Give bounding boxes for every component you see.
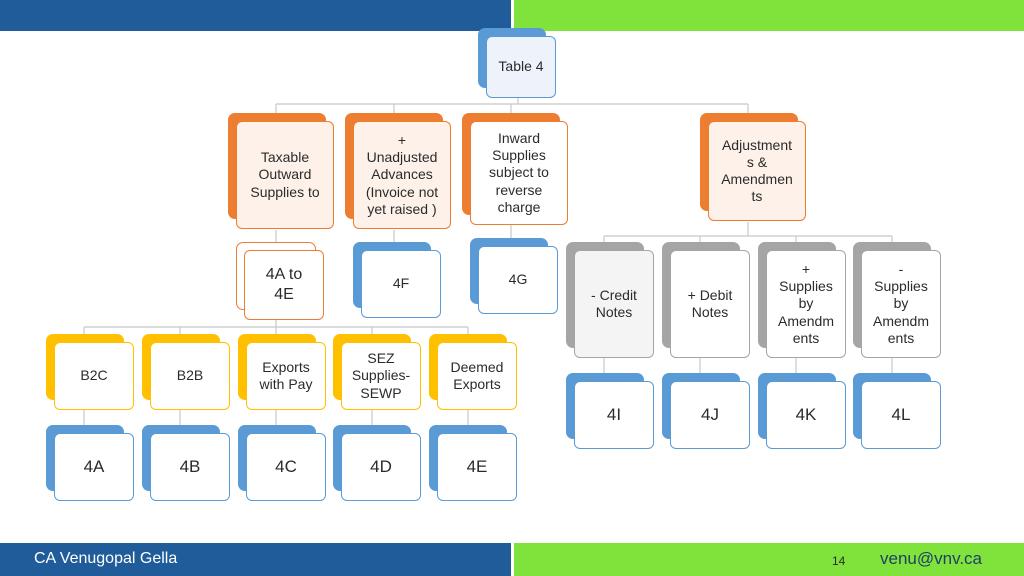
node-4b: 4B [142, 425, 230, 503]
node-4d: 4D [333, 425, 421, 503]
node-unadjusted-advances: + Unadjusted Advances (Invoice not yet r… [345, 113, 453, 231]
bottom-bar-left [0, 543, 511, 576]
node-4i: 4I [566, 373, 654, 451]
node-4d-label: 4D [370, 456, 392, 476]
node-4l: 4L [853, 373, 941, 451]
node-minus-supplies-amendments-label: - Supplies by Amendm ents [872, 261, 930, 346]
node-b2b-label: B2B [176, 367, 204, 384]
node-credit-notes: - Credit Notes [566, 242, 654, 360]
node-plus-supplies-amendments: + Supplies by Amendm ents [758, 242, 846, 360]
node-b2b: B2B [142, 334, 230, 412]
node-deemed-exports-label: Deemed Exports [450, 358, 504, 392]
node-unadjusted-advances-label: + Unadjusted Advances (Invoice not yet r… [365, 132, 439, 217]
bottom-bar-right [514, 543, 1024, 576]
node-taxable-outward: Taxable Outward Supplies to [228, 113, 336, 231]
node-b2c: B2C [46, 334, 134, 412]
node-4c: 4C [238, 425, 326, 503]
node-exports-with-pay-label: Exports with Pay [259, 358, 313, 392]
node-deemed-exports: Deemed Exports [429, 334, 517, 412]
node-debit-notes: + Debit Notes [662, 242, 750, 360]
node-4k-label: 4K [795, 404, 817, 424]
node-4i-label: 4I [606, 404, 622, 424]
node-b2c-label: B2C [80, 367, 108, 384]
node-inward-supplies-label: Inward Supplies subject to reverse charg… [489, 130, 549, 215]
node-adjustments-amendments: Adjustment s & Amendmen ts [700, 113, 808, 223]
node-4f-label: 4F [392, 275, 410, 292]
node-4e: 4E [429, 425, 517, 503]
node-4e-label: 4E [466, 456, 488, 476]
node-4c-label: 4C [275, 456, 297, 476]
node-4g: 4G [470, 238, 558, 316]
node-4b-label: 4B [179, 456, 201, 476]
node-4f: 4F [353, 242, 441, 320]
node-4j: 4J [662, 373, 750, 451]
node-4a-to-4e-label: 4A to 4E [265, 266, 303, 303]
node-4a-to-4e: 4A to 4E [236, 242, 326, 322]
node-credit-notes-label: - Credit Notes [591, 286, 637, 320]
page-number: 14 [832, 554, 846, 568]
node-4j-label: 4J [701, 404, 719, 424]
node-4l-label: 4L [891, 404, 911, 424]
node-minus-supplies-amendments: - Supplies by Amendm ents [853, 242, 941, 360]
footer-author: CA Venugopal Gella [34, 550, 178, 567]
node-4k: 4K [758, 373, 846, 451]
node-sez-supplies-label: SEZ Supplies- SEWP [351, 350, 411, 401]
node-exports-with-pay: Exports with Pay [238, 334, 326, 412]
node-table-4: Table 4 [478, 28, 558, 100]
node-taxable-outward-label: Taxable Outward Supplies to [250, 149, 320, 200]
node-sez-supplies: SEZ Supplies- SEWP [333, 334, 421, 412]
node-plus-supplies-amendments-label: + Supplies by Amendm ents [777, 261, 835, 346]
node-4a-label: 4A [83, 456, 105, 476]
node-inward-supplies: Inward Supplies subject to reverse charg… [462, 113, 570, 226]
node-table-4-label: Table 4 [498, 58, 544, 75]
top-bar-left [0, 0, 511, 31]
node-4a: 4A [46, 425, 134, 503]
footer-email: venu@vnv.ca [880, 549, 982, 568]
node-adjustments-amendments-label: Adjustment s & Amendmen ts [721, 136, 793, 205]
node-debit-notes-label: + Debit Notes [687, 286, 733, 320]
node-4g-label: 4G [508, 271, 528, 288]
top-bar-right [514, 0, 1024, 31]
